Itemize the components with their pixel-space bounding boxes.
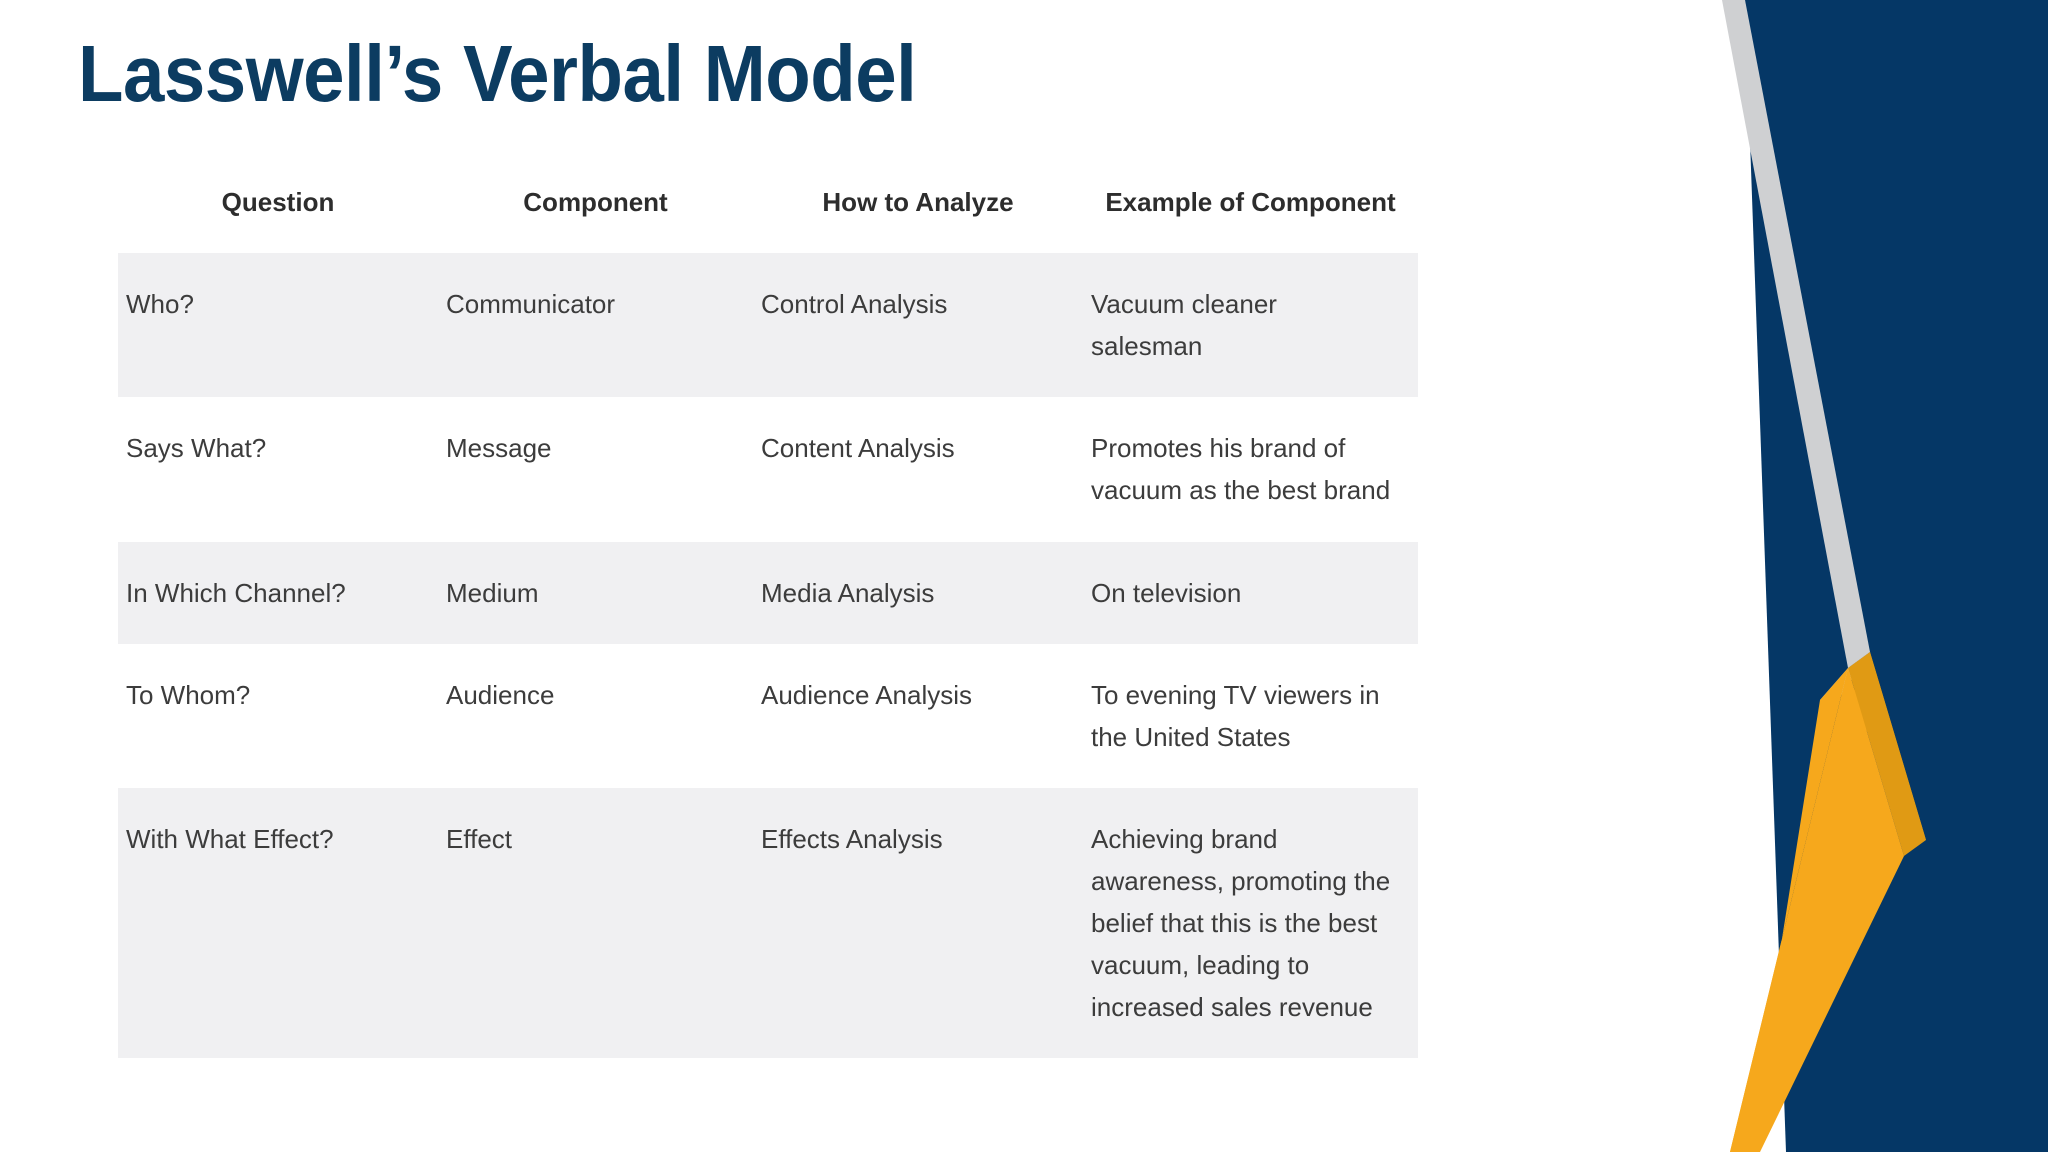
table-header-row: Question Component How to Analyze Exampl… <box>118 165 1418 254</box>
table-header: Question Component How to Analyze Exampl… <box>118 165 1418 254</box>
cell-text: Audience <box>446 679 555 710</box>
amber-chevron-face-shape <box>1850 652 1926 840</box>
cell-component: Audience <box>438 643 753 788</box>
cell-component: Medium <box>438 541 753 644</box>
cell-text: Effects Analysis <box>761 823 943 854</box>
cell-component: Effect <box>438 787 753 1059</box>
table-row: To Whom? Audience Audience Analysis To e… <box>118 643 1418 788</box>
cell-text: Audience Analysis <box>761 679 973 710</box>
cell-component: Message <box>438 397 753 542</box>
cell-question: In Which Channel? <box>118 541 438 644</box>
cell-text: Vacuum cleaner salesman <box>1091 289 1277 362</box>
table-row: Says What? Message Content Analysis Prom… <box>118 397 1418 542</box>
cell-how-to-analyze: Media Analysis <box>753 541 1083 644</box>
cell-example: Vacuum cleaner salesman <box>1083 253 1418 398</box>
cell-text: Promotes his brand of vacuum as the best… <box>1091 433 1391 506</box>
cell-how-to-analyze: Content Analysis <box>753 397 1083 542</box>
cell-question: To Whom? <box>118 643 438 788</box>
cell-example: Achieving brand awareness, promoting the… <box>1083 787 1418 1059</box>
table-body: Who? Communicator Control Analysis Vacuu… <box>118 253 1418 1059</box>
column-header-how-to-analyze: How to Analyze <box>753 165 1083 254</box>
chevron-accent-graphic <box>1688 0 2048 1152</box>
cell-text: On television <box>1091 577 1242 608</box>
cell-text: Message <box>446 433 552 464</box>
cell-text: Content Analysis <box>761 433 955 464</box>
white-cut-shape <box>1688 0 1730 1152</box>
cell-question: Says What? <box>118 397 438 542</box>
page-title: Lasswell’s Verbal Model <box>78 29 917 118</box>
cell-how-to-analyze: Effects Analysis <box>753 787 1083 1059</box>
cell-example: To evening TV viewers in the United Stat… <box>1083 643 1418 788</box>
cell-text: Medium <box>446 577 539 608</box>
cell-text: With What Effect? <box>126 823 334 854</box>
cell-example: On television <box>1083 541 1418 644</box>
column-header-question: Question <box>118 165 438 254</box>
cell-text: To Whom? <box>126 679 251 710</box>
cell-text: In Which Channel? <box>126 577 346 608</box>
cell-text: Who? <box>126 289 194 320</box>
column-header-example-of-component: Example of Component <box>1083 165 1418 254</box>
cell-text: Says What? <box>126 433 267 464</box>
lasswell-model-table: Question Component How to Analyze Exampl… <box>118 165 1418 1059</box>
cell-text: To evening TV viewers in the United Stat… <box>1091 679 1380 752</box>
cell-text: Media Analysis <box>761 577 935 608</box>
table-row: In Which Channel? Medium Media Analysis … <box>118 541 1418 644</box>
cell-how-to-analyze: Control Analysis <box>753 253 1083 398</box>
lasswell-table-container: Question Component How to Analyze Exampl… <box>118 165 1418 1059</box>
cell-text: Control Analysis <box>761 289 948 320</box>
cell-text: Communicator <box>446 289 616 320</box>
column-header-component: Component <box>438 165 753 254</box>
cell-text: Achieving brand awareness, promoting the… <box>1091 823 1391 1023</box>
table-row: With What Effect? Effect Effects Analysi… <box>118 787 1418 1059</box>
cell-question: Who? <box>118 253 438 398</box>
gray-band-shape <box>1722 0 1870 668</box>
cell-how-to-analyze: Audience Analysis <box>753 643 1083 788</box>
cell-example: Promotes his brand of vacuum as the best… <box>1083 397 1418 542</box>
amber-chevron-upper-shape <box>1848 652 1926 856</box>
table-row: Who? Communicator Control Analysis Vacuu… <box>118 253 1418 398</box>
cell-component: Communicator <box>438 253 753 398</box>
cell-question: With What Effect? <box>118 787 438 1059</box>
orange-chevron-highlight-shape <box>1730 668 1848 1152</box>
gray-band-taper-shape <box>1820 652 1870 700</box>
orange-chevron-shape <box>1730 668 1904 1152</box>
navy-wedge-shape <box>1745 0 2048 1152</box>
cell-text: Effect <box>446 823 513 854</box>
